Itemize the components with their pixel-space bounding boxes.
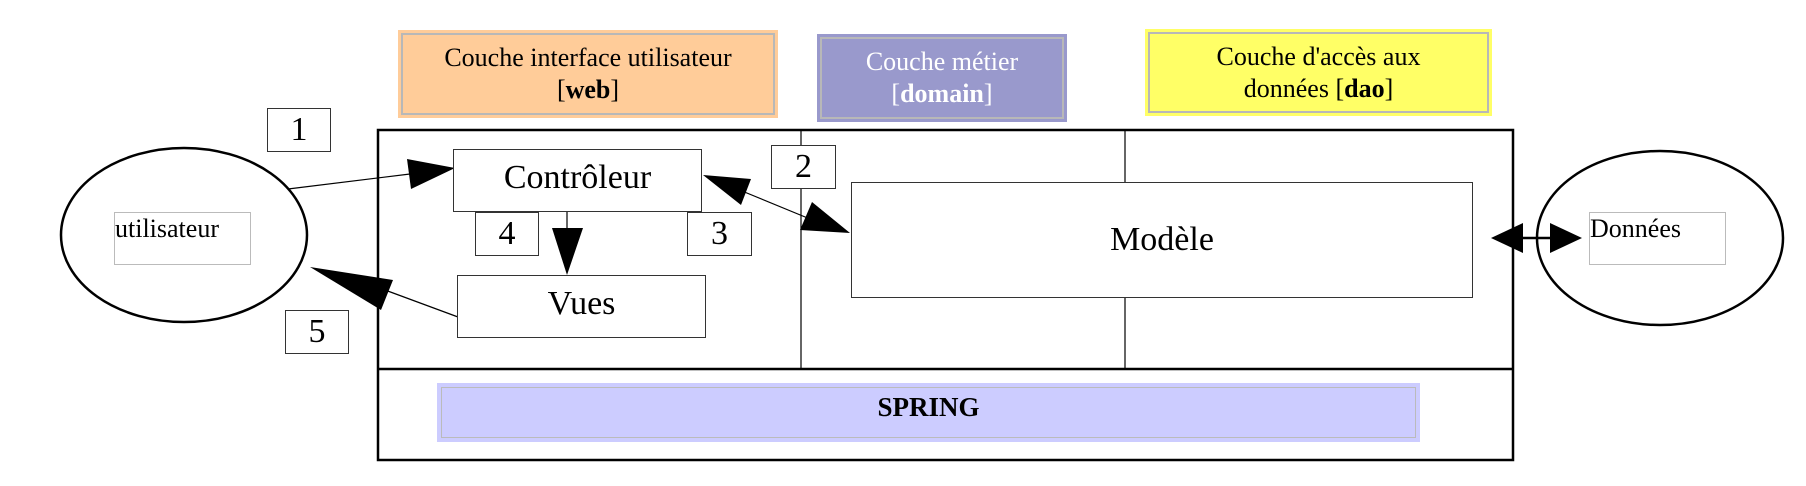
arrowhead-1 bbox=[407, 159, 455, 189]
views-label: Vues bbox=[547, 284, 616, 322]
arrowhead-4 bbox=[552, 228, 583, 275]
controller-label: Contrôleur bbox=[503, 158, 652, 196]
model-box: Modèle bbox=[851, 182, 1473, 298]
layer-domain-title: Couche métier bbox=[865, 47, 1019, 76]
spring-framework-bar: SPRING bbox=[437, 383, 1420, 442]
data-label: Données bbox=[1590, 214, 1681, 243]
arrowhead-dao-left bbox=[1491, 223, 1523, 253]
data-label-box: Données bbox=[1589, 212, 1726, 265]
step-3-badge: 3 bbox=[687, 212, 752, 256]
step-1-badge: 1 bbox=[267, 108, 331, 152]
layer-dao-header: Couche d'accès aux données [dao] bbox=[1145, 29, 1492, 116]
layer-web-header: Couche interface utilisateur [web] bbox=[398, 30, 778, 118]
model-label: Modèle bbox=[1110, 221, 1214, 258]
spring-label: SPRING bbox=[877, 392, 980, 422]
step-5-badge: 5 bbox=[285, 310, 349, 354]
layer-web-title: Couche interface utilisateur bbox=[444, 43, 732, 72]
arrow-controller-model bbox=[741, 190, 811, 220]
arrow-views-to-user bbox=[384, 289, 459, 318]
layer-web-code: [web] bbox=[556, 75, 620, 104]
layer-domain-code: [domain] bbox=[891, 79, 993, 108]
views-box: Vues bbox=[457, 275, 706, 338]
arrowhead-3 bbox=[703, 175, 751, 205]
user-label-box: utilisateur bbox=[114, 212, 251, 265]
step-4-badge: 4 bbox=[475, 212, 539, 256]
layer-dao-title: Couche d'accès aux bbox=[1216, 41, 1421, 71]
arrowhead-2 bbox=[800, 202, 850, 233]
arrow-user-to-controller bbox=[287, 173, 411, 190]
layer-domain-header: Couche métier [domain] bbox=[817, 34, 1067, 122]
user-label: utilisateur bbox=[115, 214, 219, 243]
arrowhead-5 bbox=[310, 267, 393, 310]
step-2-badge: 2 bbox=[771, 145, 836, 189]
layer-dao-code: données [dao] bbox=[1243, 73, 1394, 103]
controller-box: Contrôleur bbox=[453, 149, 702, 212]
arrowhead-dao-right bbox=[1550, 223, 1582, 253]
